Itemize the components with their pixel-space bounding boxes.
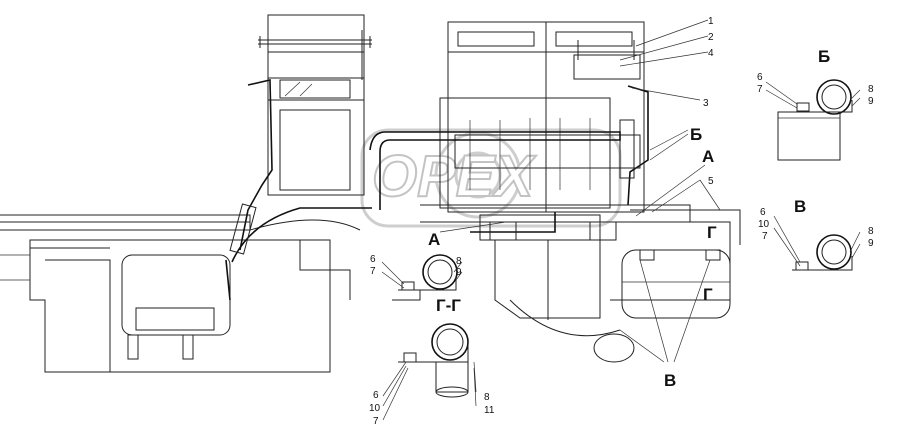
view-v-label-7: 7	[762, 231, 768, 242]
callout-2: 2	[708, 32, 714, 43]
view-a-label-7: 7	[370, 266, 376, 277]
detail-view-v: В 6 10 7 8 9	[758, 197, 874, 271]
view-b-title: Б	[818, 47, 830, 66]
view-v-label-6: 6	[760, 207, 766, 218]
callout-3: 3	[703, 98, 709, 109]
tractor-left-body	[0, 207, 372, 373]
section-marker-g-top: Г	[707, 223, 717, 242]
view-b-label-9: 9	[868, 96, 874, 107]
cab-left	[229, 14, 372, 255]
view-b-label-6: 6	[757, 72, 763, 83]
view-v-label-9: 9	[868, 238, 874, 249]
view-gg-label-6: 6	[373, 390, 379, 401]
view-b-label-7: 7	[757, 84, 763, 95]
watermark-text: ОРЕХ	[372, 144, 536, 209]
callout-4: 4	[708, 48, 714, 59]
view-gg-title: Г-Г	[436, 296, 461, 315]
section-marker-v: В	[664, 371, 676, 390]
view-v-label-10: 10	[758, 219, 770, 230]
callout-1: 1	[708, 16, 714, 27]
detail-view-b: Б 6 7 8 9	[757, 47, 874, 161]
section-marker-b: Б	[690, 125, 702, 144]
watermark: ОРЕХ	[360, 128, 622, 228]
view-gg-label-11: 11	[484, 405, 495, 416]
view-b-label-8: 8	[868, 84, 874, 95]
view-a-label-9: 9	[456, 267, 462, 278]
section-marker-g-bottom: Г	[703, 285, 713, 304]
view-v-label-8: 8	[868, 226, 874, 237]
detail-view-a: 6 7 8 9	[370, 254, 463, 301]
view-a-label-8: 8	[456, 256, 462, 267]
callout-5: 5	[708, 176, 714, 187]
view-v-title: В	[794, 197, 806, 216]
view-gg-label-8: 8	[484, 392, 490, 403]
section-marker-a-right: А	[702, 147, 714, 166]
section-marker-a-left: А	[428, 230, 440, 249]
detail-view-g-g: Г-Г 6 10 7 8 11	[369, 296, 495, 427]
view-gg-label-7: 7	[373, 416, 379, 427]
cab-right	[369, 21, 741, 363]
callout-leaders	[439, 19, 721, 363]
view-a-label-6: 6	[370, 254, 376, 265]
view-gg-label-10: 10	[369, 403, 381, 414]
